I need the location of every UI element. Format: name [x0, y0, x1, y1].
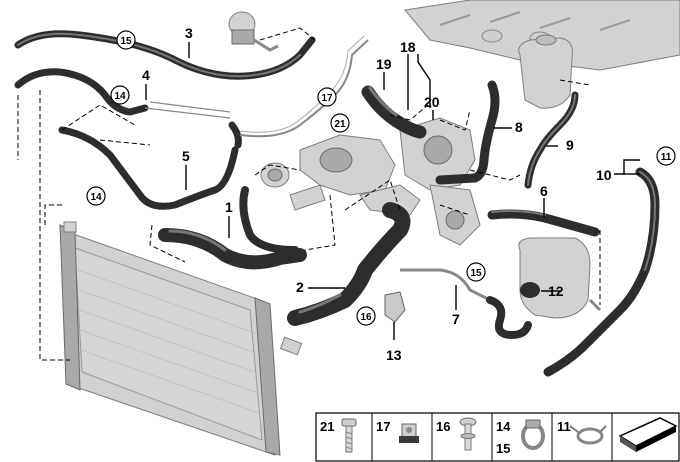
svg-text:11: 11: [661, 152, 672, 163]
circled-callouts: 15 14 14 17 21 11 15 16: [86, 30, 676, 326]
spring-clip-icon: [569, 425, 607, 445]
callout-labels: 3 4 5 1 2 18 19 20 8 9 10 6 12 7 13: [142, 25, 612, 363]
hose-9: [524, 91, 579, 189]
callout-9: 9: [566, 137, 574, 153]
callout-2: 2: [296, 279, 304, 295]
gasket-icon: [618, 417, 678, 452]
hose-7: [400, 268, 532, 339]
thermostat-small: [260, 162, 290, 188]
circled-callout-21: 21: [330, 113, 350, 133]
svg-text:21: 21: [334, 119, 346, 130]
expansion-tank-upper: [518, 34, 573, 109]
callout-4: 4: [142, 67, 150, 83]
callout-20: 20: [424, 94, 440, 110]
hose-1: [158, 186, 307, 270]
clip-icon: [399, 423, 419, 443]
hose-8: [435, 80, 500, 185]
legend-item-11: 11: [557, 419, 607, 445]
callout-13: 13: [386, 347, 402, 363]
callout-12: 12: [548, 283, 564, 299]
circled-callout-15-right: 15: [466, 262, 486, 282]
callout-7: 7: [452, 311, 460, 327]
circled-callout-17: 17: [317, 87, 337, 107]
svg-text:11: 11: [557, 419, 571, 434]
callout-19: 19: [376, 56, 392, 72]
pipe-17: [239, 35, 369, 138]
auxiliary-pump: [228, 11, 279, 52]
legend-item-16: 16: [436, 417, 477, 451]
legend-item-14-15: 14 15: [496, 419, 545, 456]
radiator: [59, 221, 303, 456]
svg-text:15: 15: [120, 36, 132, 47]
hose-4: [14, 68, 242, 149]
circled-callout-15-top: 15: [116, 30, 136, 50]
svg-text:16: 16: [436, 419, 450, 434]
svg-text:14: 14: [114, 91, 126, 102]
legend-item-21: 21: [320, 418, 357, 453]
hose-6: [487, 209, 600, 237]
circled-callout-14-top: 14: [110, 85, 130, 105]
thermostat-housing: [289, 134, 421, 216]
circled-callout-11: 11: [656, 146, 676, 166]
svg-text:15: 15: [496, 441, 510, 456]
svg-text:16: 16: [360, 312, 372, 323]
svg-text:17: 17: [376, 419, 390, 434]
callout-8: 8: [515, 119, 523, 135]
callout-5: 5: [182, 148, 190, 164]
bolt-icon: [341, 418, 357, 453]
leader-lines: [145, 42, 640, 340]
callout-6: 6: [540, 183, 548, 199]
callout-1: 1: [225, 199, 233, 215]
parts-legend: 21 17 16 14 15: [315, 412, 680, 462]
hose-3: [14, 30, 316, 80]
hose-clamp-icon: [521, 419, 545, 450]
callout-18: 18: [400, 39, 416, 55]
callout-10: 10: [596, 167, 612, 183]
hose-5: [58, 126, 239, 210]
dashed-guides: [17, 27, 601, 361]
circled-callout-14-left: 14: [86, 186, 106, 206]
hose-18: [361, 85, 427, 139]
bracket-16: [384, 291, 406, 323]
hose-10: [543, 167, 660, 377]
callout-3: 3: [185, 25, 193, 41]
svg-text:17: 17: [321, 93, 333, 104]
circled-callout-16: 16: [356, 306, 376, 326]
bolt-washer-icon: [459, 417, 477, 451]
svg-text:14: 14: [90, 192, 102, 203]
expansion-tank: [518, 237, 602, 319]
svg-text:15: 15: [470, 268, 482, 279]
svg-text:14: 14: [496, 419, 511, 434]
svg-text:21: 21: [320, 419, 334, 434]
legend-item-17: 17: [376, 419, 419, 443]
hose-2: [287, 202, 411, 326]
